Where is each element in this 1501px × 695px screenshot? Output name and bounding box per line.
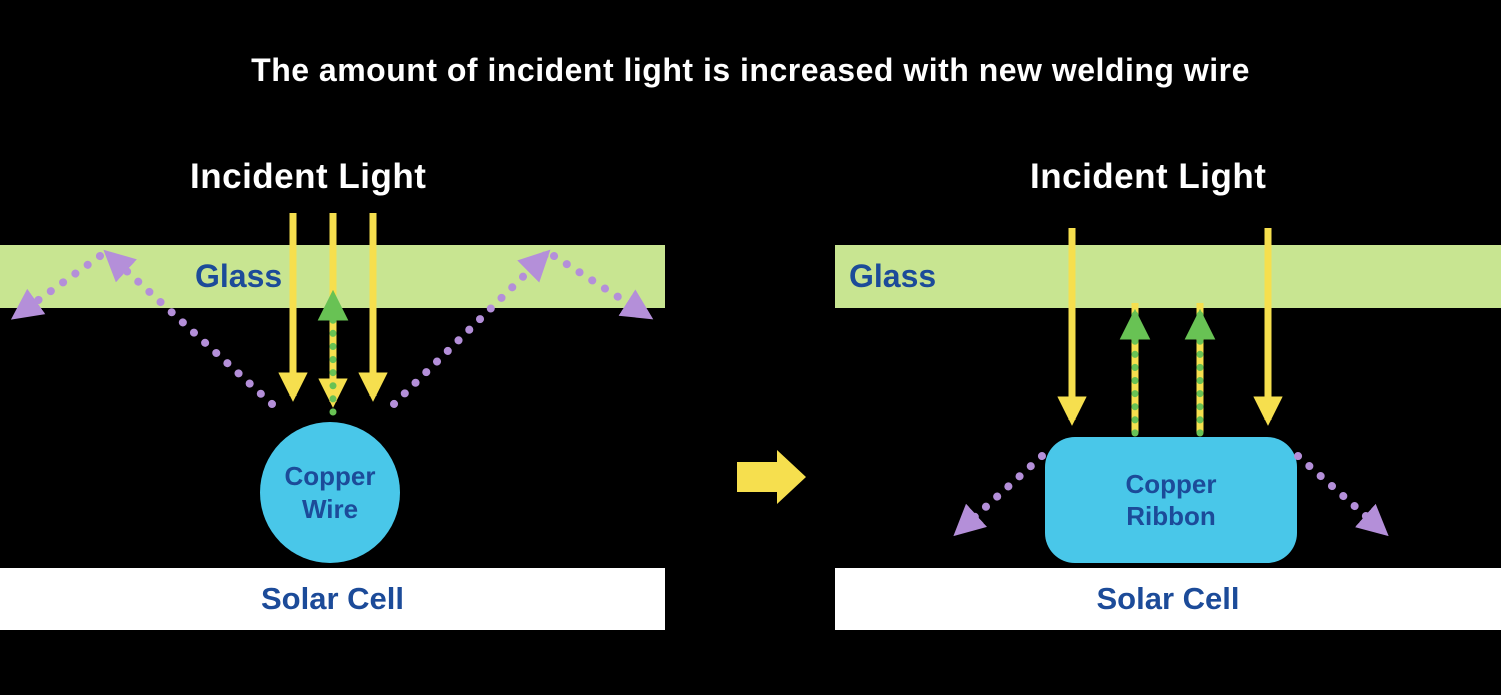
right-incident-light-label: Incident Light bbox=[1030, 157, 1267, 196]
left-solar-cell-bar: Solar Cell bbox=[0, 568, 665, 630]
transition-arrow-icon bbox=[737, 450, 806, 504]
copper-ribbon-shape: Copper Ribbon bbox=[1045, 437, 1297, 563]
left-glass-label: Glass bbox=[195, 258, 283, 294]
right-deflect-ray-left-icon bbox=[953, 452, 1046, 537]
diagram-title: The amount of incident light is increase… bbox=[251, 52, 1250, 88]
right-solar-cell-label: Solar Cell bbox=[1096, 581, 1240, 616]
left-solar-cell-label: Solar Cell bbox=[261, 581, 404, 616]
copper-ribbon-label-line1: Copper bbox=[1125, 468, 1217, 499]
right-glass-label: Glass bbox=[849, 258, 937, 294]
right-deflect-ray-right-icon bbox=[1294, 452, 1389, 537]
left-glass-band: Glass bbox=[0, 245, 665, 308]
copper-ribbon-label-line2: Ribbon bbox=[1126, 501, 1216, 531]
copper-wire-label-line1: Copper bbox=[284, 461, 376, 491]
right-solar-cell-bar: Solar Cell bbox=[835, 568, 1501, 630]
left-incident-light-label: Incident Light bbox=[190, 157, 427, 196]
copper-wire-label-line2: Wire bbox=[301, 493, 359, 524]
copper-wire-shape: Copper Wire bbox=[260, 422, 400, 563]
right-glass-band: Glass bbox=[835, 245, 1501, 308]
